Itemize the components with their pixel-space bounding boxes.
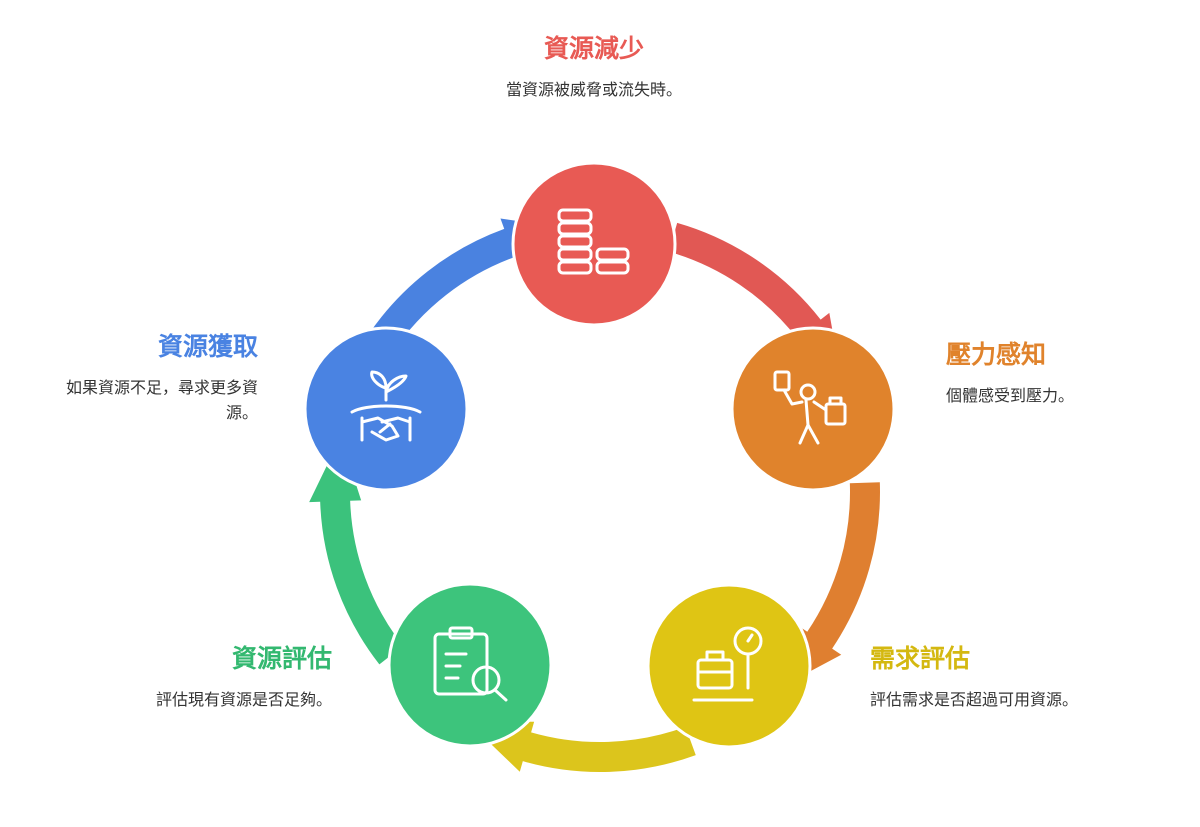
stage-label-perceive: 壓力感知 個體感受到壓力。: [946, 340, 1156, 409]
cycle-arrow-assess_res: [309, 436, 403, 665]
clipboard-search-icon: [433, 626, 508, 702]
stage-circle-assess-resources: [387, 582, 553, 748]
circle-assess-need: [646, 583, 812, 749]
coin-stack-icon: [557, 208, 630, 275]
stage-desc-acquire: 如果資源不足，尋求更多資源。: [65, 378, 258, 422]
stage-circle-acquire: [303, 326, 469, 492]
stage-title-assess-need: 需求評估: [870, 644, 971, 673]
stage-desc-assess-need: 評估需求是否超過可用資源。: [870, 690, 1079, 709]
stage-desc-perceive: 個體感受到壓力。: [946, 386, 1075, 405]
stage-title-acquire: 資源獲取: [157, 332, 258, 361]
cycle-arrow-assess_need: [467, 721, 696, 772]
stage-circle-reduce: [511, 161, 677, 327]
circle-assess-resources: [387, 582, 553, 748]
handshake-sprout-icon: [350, 370, 422, 442]
stage-desc-assess-resources: 評估現有資源是否足夠。: [155, 690, 332, 709]
circle-acquire: [303, 326, 469, 492]
stage-title-reduce: 資源減少: [543, 34, 644, 63]
stage-label-reduce: 資源減少 當資源被威脅或流失時。: [420, 34, 768, 103]
stage-circle-perceive: [730, 326, 896, 492]
circle-reduce: [511, 161, 677, 327]
stage-desc-reduce: 當資源被威脅或流失時。: [505, 80, 682, 99]
stressed-person-icon: [773, 370, 847, 445]
circle-perceive: [730, 326, 896, 492]
stage-label-assess-need: 需求評估 評估需求是否超過可用資源。: [870, 644, 1085, 713]
luggage-scale-icon: [692, 626, 763, 702]
stage-label-assess-resources: 資源評估 評估現有資源是否足夠。: [100, 644, 332, 713]
stage-title-assess-resources: 資源評估: [231, 644, 332, 673]
stage-title-perceive: 壓力感知: [946, 340, 1047, 369]
stage-circle-assess-need: [646, 583, 812, 749]
stage-label-acquire: 資源獲取 如果資源不足，尋求更多資源。: [40, 332, 258, 426]
